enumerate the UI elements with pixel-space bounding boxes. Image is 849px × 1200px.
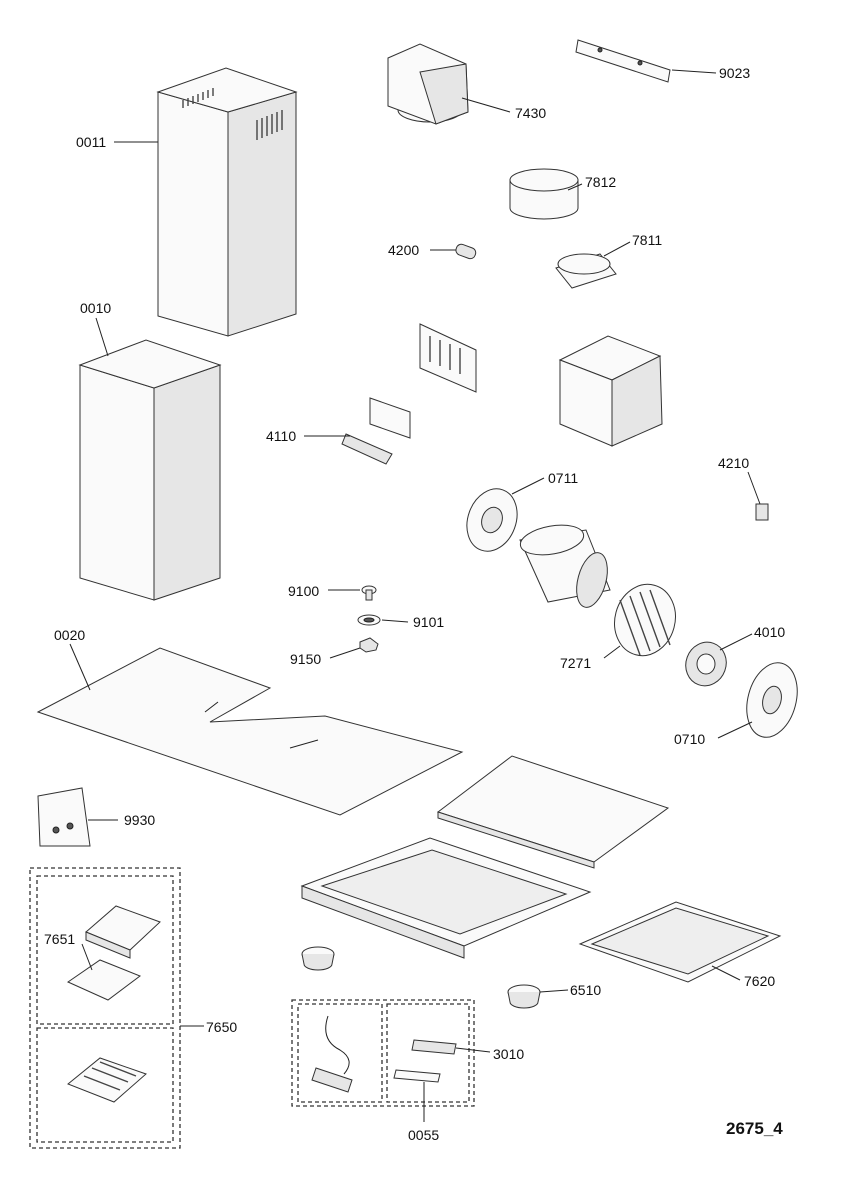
label-7620: 7620: [744, 973, 775, 989]
carbon-filter-kit-part: [29, 867, 181, 1149]
duct-ring-part: [509, 168, 579, 220]
label-9150: 9150: [290, 651, 321, 667]
label-7271: 7271: [560, 655, 591, 671]
impeller-part: [614, 583, 676, 657]
label-4110: 4110: [266, 428, 296, 444]
screw-bag-part: [37, 787, 91, 847]
label-7812: 7812: [585, 174, 616, 190]
label-0020: 0020: [54, 627, 85, 643]
label-9100: 9100: [288, 583, 319, 599]
control-board-part: [341, 397, 411, 465]
fan-plate-part: [466, 488, 518, 552]
upper-chimney-part: [156, 67, 298, 337]
label-7651: 7651: [44, 931, 75, 947]
label-3010: 3010: [493, 1046, 524, 1062]
wiring-kit-part: [291, 999, 475, 1107]
fan-housing-part: [519, 524, 611, 608]
lower-chimney-part: [78, 339, 222, 601]
grease-filter-part: [578, 901, 782, 983]
diagram-code: 2675_4: [726, 1119, 783, 1138]
label-7430: 7430: [515, 105, 546, 121]
cover-cap-part: [301, 946, 541, 1009]
label-0711: 0711: [548, 470, 578, 486]
capacitor-part: [455, 243, 477, 260]
label-7811: 7811: [632, 232, 662, 248]
frame-plate-part: [300, 755, 670, 959]
leader-lines: [69, 69, 761, 1122]
label-7650: 7650: [206, 1019, 237, 1035]
label-4200: 4200: [388, 242, 419, 258]
duct-outlet-part: [387, 43, 469, 125]
label-0011: 0011: [76, 134, 106, 150]
switch-part: [755, 503, 769, 521]
label-9023: 9023: [719, 65, 750, 81]
label-9101: 9101: [413, 614, 444, 630]
label-4010: 4010: [754, 624, 785, 640]
fan-cover-part: [746, 662, 798, 738]
label-0010: 0010: [80, 300, 111, 316]
label-9930: 9930: [124, 812, 155, 828]
motor-part: [685, 641, 727, 687]
motor-housing-part: [419, 323, 663, 447]
bracket-part: [575, 39, 671, 83]
flat-panel-part: [36, 647, 464, 816]
label-0710: 0710: [674, 731, 705, 747]
label-4210: 4210: [718, 455, 749, 471]
small-fasteners-part: [357, 585, 381, 653]
flange-part: [555, 253, 617, 289]
label-0055: 0055: [408, 1127, 439, 1143]
label-6510: 6510: [570, 982, 601, 998]
